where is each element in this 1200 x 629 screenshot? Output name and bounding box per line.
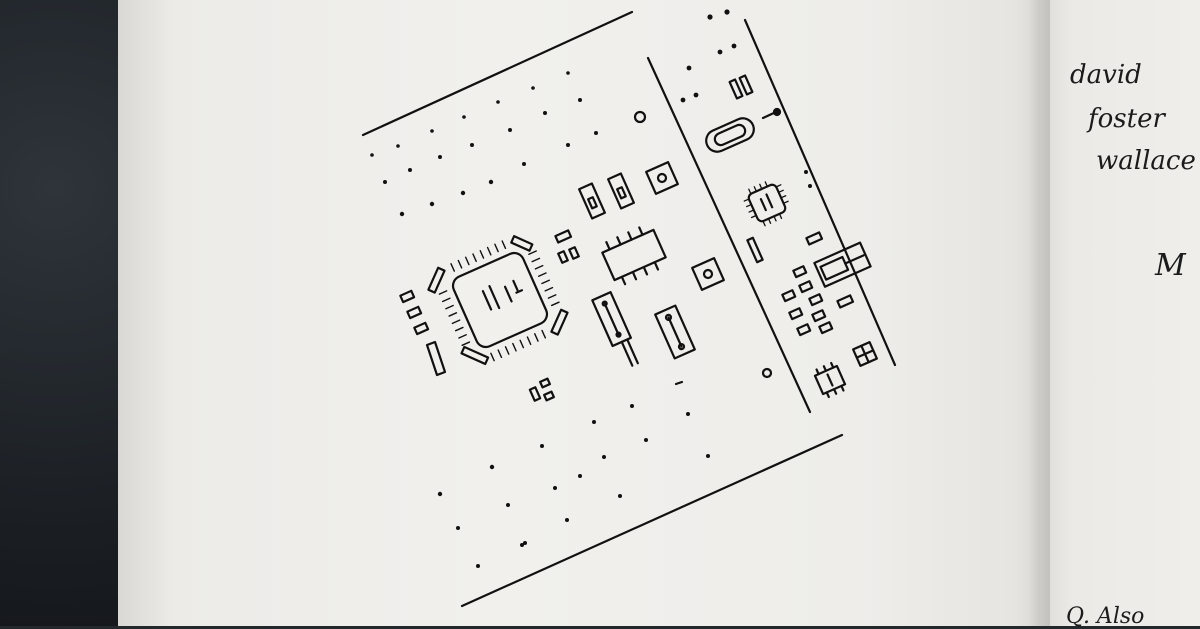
oval-connector [705,117,755,153]
handwritten-word-2: foster [1088,104,1165,134]
handwritten-partial-letter: M [1155,248,1186,283]
small-ic-chip [743,181,789,227]
soic-chip [601,226,667,286]
square-component-2 [691,257,725,291]
notebook-cover [0,0,135,626]
fuse-component-2 [654,304,696,360]
sketchbook-page-left [118,0,1050,626]
board-edge-bottom [460,433,844,608]
handwritten-word-1: david [1070,60,1142,90]
handwritten-bottom-note: Q. Also [1066,604,1145,629]
resistor-1 [577,182,607,220]
board-edge-top [361,10,634,137]
small-soic-chip [813,361,847,399]
divider-line-1 [646,56,812,414]
square-component-1 [645,161,679,195]
resistor-2 [606,172,636,210]
cap-bottom-1 [460,345,490,366]
divider-line-2 [743,18,897,367]
main-ic-chip [438,240,560,362]
sketchbook-page-right [1040,0,1200,626]
cap-right-1 [550,308,569,336]
cap-top-1 [510,235,534,252]
usb-connector [813,241,872,288]
page-gutter-shadow [1028,0,1050,626]
fuse-component-1 [591,291,639,367]
cap-left-1 [427,266,446,294]
handwritten-word-3: wallace [1096,146,1196,176]
